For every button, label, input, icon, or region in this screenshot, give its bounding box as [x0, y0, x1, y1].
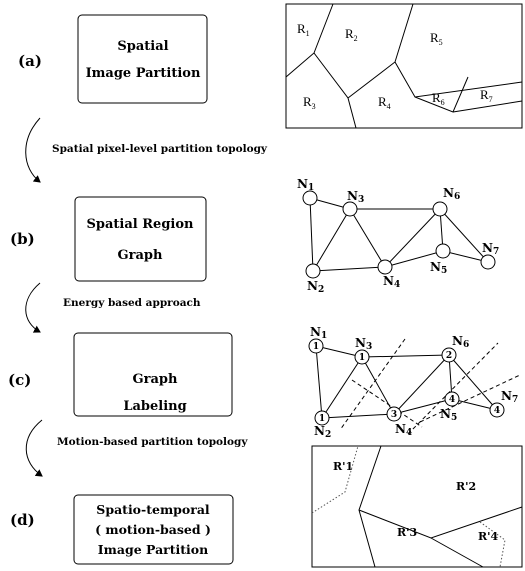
node-label-n4: N4 — [383, 274, 400, 290]
box-d-line-1: Spatio-temporal — [96, 502, 210, 517]
node-label-n5: N5 — [430, 260, 447, 276]
node-c-n6 — [441, 347, 457, 363]
partition-d: R'1 R'2 R'3 R'4 — [311, 445, 523, 568]
node-label-n7: N7 — [482, 241, 499, 257]
box-c-line-1: Graph — [133, 372, 178, 387]
step-a-letter: (a) — [18, 52, 42, 70]
node-n1 — [302, 190, 318, 206]
region-r-prime-3: R'3 — [397, 526, 417, 539]
region-r5: R5 — [430, 30, 443, 47]
node-n3 — [342, 201, 358, 217]
node-c-label-n7: N7 — [501, 389, 518, 405]
step-c-letter: (c) — [8, 371, 31, 389]
step-b-letter: (b) — [10, 230, 35, 248]
node-n2 — [305, 263, 321, 279]
node-c-label-n6: N6 — [452, 334, 469, 350]
box-d-line-3: Image Partition — [98, 542, 208, 557]
node-c-label-n4: N4 — [395, 422, 412, 438]
node-c-n3 — [354, 349, 370, 365]
region-r1: R1 — [297, 21, 310, 38]
node-c-label-n1: N1 — [310, 325, 327, 341]
box-d-line-2: ( motion-based ) — [95, 522, 211, 537]
box-a-line-2: Image Partition — [86, 66, 201, 81]
graph-b: N1 N3 N6 N7 N5 N2 N4 — [297, 177, 499, 295]
node-c-n5 — [444, 391, 460, 407]
label-value-n1: 1 — [313, 342, 319, 352]
label-value-n7: 4 — [494, 406, 500, 416]
node-label-n6: N6 — [443, 186, 460, 202]
node-label-n3: N3 — [347, 189, 364, 205]
label-value-n4: 3 — [391, 410, 397, 420]
node-c-n2 — [314, 410, 330, 426]
box-b-line-1: Spatial Region — [87, 217, 195, 232]
region-r4: R4 — [378, 94, 391, 111]
box-spatial-image-partition: Spatial Image Partition — [77, 14, 208, 104]
label-value-n3: 1 — [359, 353, 365, 363]
box-b-line-2: Graph — [118, 248, 163, 263]
region-r-prime-2: R'2 — [456, 480, 476, 493]
step-d-letter: (d) — [10, 511, 35, 529]
node-c-n7 — [489, 402, 505, 418]
transition-label-1: Spatial pixel-level partition topology — [52, 143, 268, 155]
box-a-line-1: Spatial — [117, 39, 168, 54]
node-label-n1: N1 — [297, 177, 314, 193]
region-r6: R6 — [432, 90, 445, 107]
region-r3: R3 — [303, 94, 316, 111]
box-c-line-2: Labeling — [123, 399, 186, 414]
graph-c: 1 1 2 4 4 1 3 N1 N3 N6 N7 N5 N2 N4 — [308, 325, 521, 440]
label-value-n6: 2 — [446, 351, 452, 361]
node-c-label-n5: N5 — [440, 407, 457, 423]
node-label-n2: N2 — [307, 279, 324, 295]
arrow-c-to-d — [25, 419, 43, 477]
arrow-b-to-c — [25, 282, 41, 333]
region-r7: R7 — [480, 87, 493, 104]
arrow-a-to-b — [25, 117, 41, 183]
region-r-prime-4: R'4 — [478, 530, 499, 543]
transition-label-2: Energy based approach — [63, 297, 201, 309]
node-c-label-n3: N3 — [355, 336, 372, 352]
region-r-prime-1: R'1 — [333, 460, 353, 473]
partition-a: R1 R2 R5 R3 R4 R6 R7 — [285, 3, 523, 129]
box-graph-labeling: Graph Labeling — [73, 332, 233, 417]
node-n4 — [377, 259, 393, 275]
node-c-label-n2: N2 — [314, 424, 331, 440]
box-spatial-region-graph: Spatial Region Graph — [74, 196, 207, 282]
node-c-n4 — [386, 406, 402, 422]
transition-label-3: Motion-based partition topology — [57, 436, 248, 448]
region-r2: R2 — [345, 26, 358, 43]
label-value-n2: 1 — [319, 414, 325, 424]
node-n7 — [480, 254, 496, 270]
node-n6 — [432, 201, 448, 217]
label-value-n5: 4 — [449, 395, 455, 405]
node-n5 — [435, 243, 451, 259]
node-c-n1 — [308, 338, 324, 354]
box-spatio-temporal-partition: Spatio-temporal ( motion-based ) Image P… — [73, 494, 234, 565]
partition-cuts — [339, 338, 521, 435]
